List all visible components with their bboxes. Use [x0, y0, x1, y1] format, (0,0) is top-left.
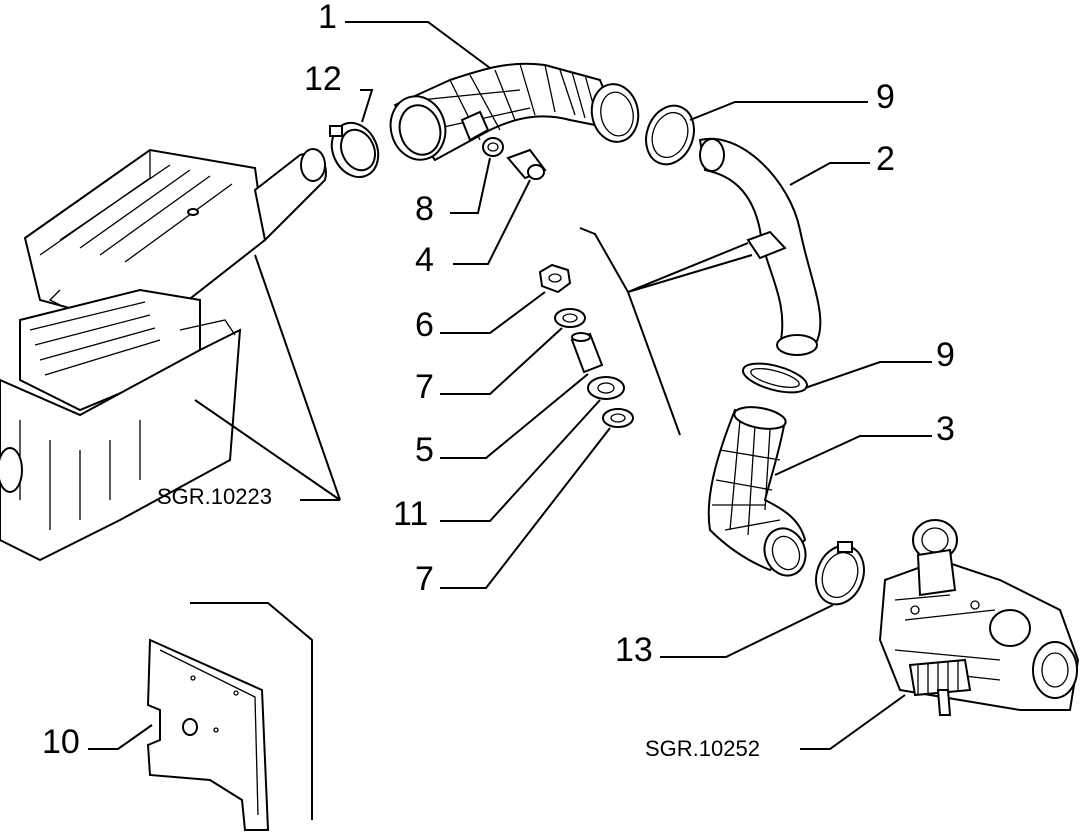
sleeve-5	[570, 332, 604, 374]
callout-9-lower: 9	[936, 336, 955, 374]
washer-7-upper	[554, 308, 586, 328]
callout-8: 8	[415, 190, 434, 228]
nut-6	[538, 263, 572, 294]
callout-12: 12	[304, 60, 342, 98]
clamp-9-lower	[741, 362, 809, 394]
clamp-9-upper	[645, 104, 695, 166]
callout-7-upper: 7	[415, 368, 434, 406]
callout-1: 1	[318, 0, 337, 36]
air-filter-housing	[0, 148, 327, 562]
callout-5: 5	[415, 431, 434, 469]
pipe-2	[698, 137, 822, 356]
reference-air-filter: SGR.10223	[157, 484, 272, 509]
clamp-13	[815, 541, 865, 606]
fitting-4	[506, 148, 547, 180]
clamp-12	[329, 121, 380, 179]
heat-shield-10	[146, 638, 270, 831]
intake-tube-1	[389, 62, 640, 162]
washer-7-lower	[602, 408, 634, 428]
callout-9-upper: 9	[876, 78, 895, 116]
grommet-11	[587, 376, 625, 400]
callout-4: 4	[415, 241, 434, 279]
callout-3: 3	[936, 410, 955, 448]
callout-10: 10	[42, 723, 80, 761]
turbocharger	[878, 519, 1080, 716]
clip-8	[482, 137, 504, 157]
callout-7-lower: 7	[415, 560, 434, 598]
callout-13: 13	[615, 631, 653, 669]
callout-6: 6	[415, 306, 434, 344]
reference-turbo: SGR.10252	[645, 736, 760, 761]
callout-11: 11	[393, 495, 429, 533]
intake-tube-3	[707, 406, 807, 577]
callout-2: 2	[876, 140, 895, 178]
